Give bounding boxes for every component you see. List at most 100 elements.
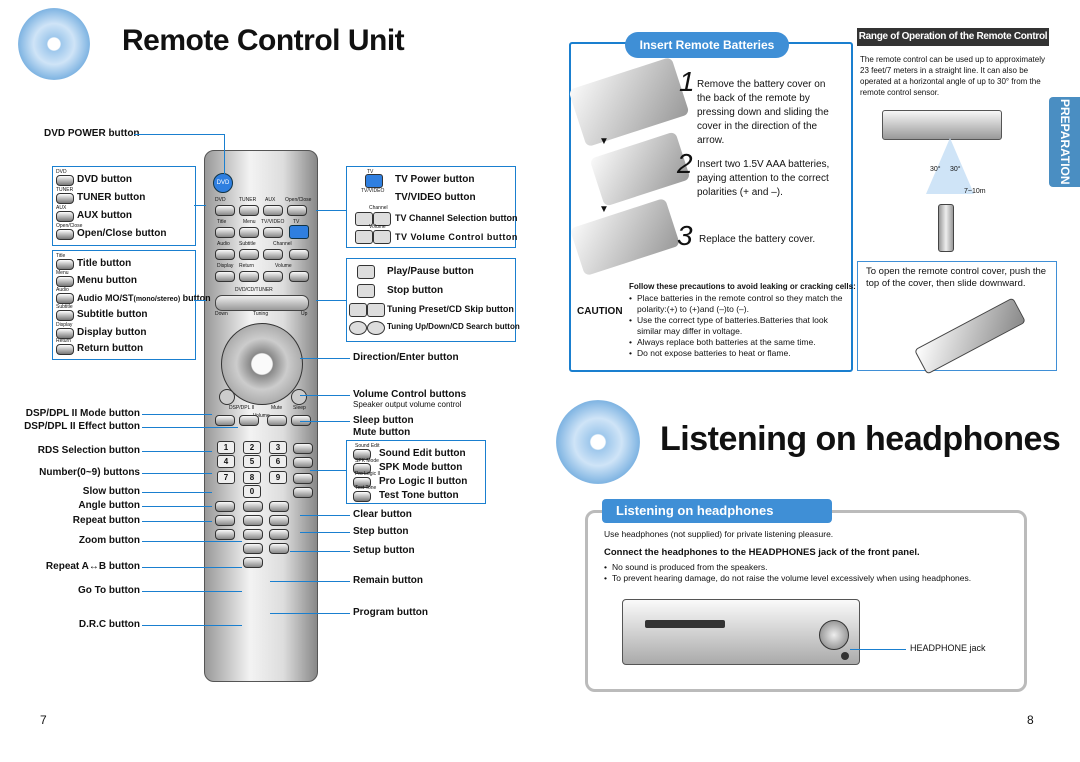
step2-number: 2 bbox=[677, 148, 693, 179]
headphone-jack-label: HEADPHONE jack bbox=[910, 643, 986, 653]
search-forward-icon bbox=[367, 321, 385, 335]
remote-label-display: Display bbox=[217, 263, 234, 269]
remote-spk-mode-key bbox=[293, 457, 313, 468]
label-tuner: TUNER button bbox=[77, 192, 146, 203]
leader-line bbox=[224, 134, 225, 174]
channel-up-icon bbox=[373, 212, 391, 226]
label-volume-sub: Speaker output volume control bbox=[353, 400, 462, 409]
remote-audio-key bbox=[215, 249, 235, 260]
label-slow: Slow button bbox=[82, 486, 140, 497]
remote-key-4: 4 bbox=[217, 455, 235, 468]
label-drc: D.R.C button bbox=[78, 619, 140, 630]
headphones-section-heading: Listening on headphones bbox=[602, 499, 832, 523]
label-audio-paren: (mono/stereo) bbox=[133, 296, 181, 303]
remote-label-subtitle: Subtitle bbox=[239, 241, 256, 247]
remote-tvvideo-key bbox=[263, 227, 283, 238]
remote-label-tv: TV bbox=[293, 219, 300, 225]
tag-tv: TV bbox=[367, 169, 374, 175]
skip-forward-icon bbox=[367, 303, 385, 317]
leader-line bbox=[300, 421, 350, 422]
play-pause-icon bbox=[357, 265, 375, 279]
audio-button-icon bbox=[56, 293, 74, 304]
label-sound-edit: Sound Edit button bbox=[379, 448, 466, 459]
leader-line bbox=[142, 567, 242, 568]
leader-line bbox=[300, 515, 350, 516]
remote-key-8: 8 bbox=[243, 471, 261, 484]
label-display: Display button bbox=[77, 327, 147, 338]
tag-aux: AUX bbox=[56, 205, 67, 211]
label-tuning-preset: Tuning Preset/CD Skip button bbox=[387, 304, 514, 314]
remote-label-aux: AUX bbox=[265, 197, 276, 203]
remote-repeat-key bbox=[215, 529, 235, 540]
label-spk-mode: SPK Mode button bbox=[379, 462, 463, 473]
tag-pro-logic: Pro Logic II bbox=[355, 471, 381, 477]
remote-pro-logic-key bbox=[293, 473, 313, 484]
tv-volume-down-icon bbox=[355, 230, 373, 244]
remote-label-tvvideo: TV/VIDEO bbox=[261, 219, 285, 225]
tag-open-close: Open/Close bbox=[56, 223, 83, 229]
remote-zoom-key bbox=[243, 515, 263, 526]
label-channel: TV Channel Selection button bbox=[395, 213, 518, 223]
headphones-panel: Listening on headphones Use headphones (… bbox=[585, 499, 1027, 692]
tv-power-icon bbox=[365, 174, 383, 188]
preparation-tab: PREPARATION bbox=[1049, 97, 1080, 187]
label-test-tone: Test Tone button bbox=[379, 490, 459, 501]
remote-label-return: Return bbox=[239, 263, 255, 269]
leader-line bbox=[142, 414, 212, 415]
remote-remain-key bbox=[269, 543, 289, 554]
label-audio-text: Audio MO/ST bbox=[77, 293, 134, 303]
tag-subtitle: Subtitle bbox=[56, 304, 73, 310]
spk-mode-icon bbox=[353, 463, 371, 474]
label-rds: RDS Selection button bbox=[37, 445, 140, 456]
remote-tv-vol-up-key bbox=[289, 271, 309, 282]
step1-number: 1 bbox=[679, 66, 695, 97]
label-volume-control: Volume Control buttons bbox=[353, 389, 467, 400]
menu-button-icon bbox=[56, 276, 74, 287]
headphones-intro: Use headphones (not supplied) for privat… bbox=[604, 529, 834, 539]
leader-line bbox=[850, 649, 906, 650]
remote-label-dvd-tuner: DVD/CD/TUNER bbox=[235, 287, 273, 293]
label-zoom: Zoom button bbox=[78, 535, 140, 546]
angle-left: 30° bbox=[930, 166, 941, 173]
remote-label-volume2: Volume bbox=[253, 413, 270, 419]
remote-label-menu: Menu bbox=[243, 219, 256, 225]
leader-line bbox=[142, 492, 212, 493]
stop-icon bbox=[357, 284, 375, 298]
tag-title: Title bbox=[56, 253, 66, 259]
remote-key-0: 0 bbox=[243, 485, 261, 498]
label-tuning-updown: Tuning Up/Down/CD Search button bbox=[387, 322, 520, 331]
remote-key-6: 6 bbox=[269, 455, 287, 468]
label-play-pause: Play/Pause button bbox=[387, 266, 474, 277]
remote-label-volume: Volume bbox=[275, 263, 292, 269]
label-subtitle: Subtitle button bbox=[77, 309, 148, 320]
label-menu: Menu button bbox=[77, 275, 137, 286]
remote-key-7: 7 bbox=[217, 471, 235, 484]
leader-line bbox=[142, 506, 212, 507]
remote-key-1: 1 bbox=[217, 441, 235, 454]
page-number-right: 8 bbox=[1027, 713, 1034, 727]
leader-line bbox=[290, 551, 350, 552]
leader-line bbox=[270, 613, 350, 614]
remote-step-key bbox=[269, 501, 289, 512]
range-distance: 7~10m bbox=[964, 188, 986, 195]
remote-aux-key bbox=[263, 205, 283, 216]
headphones-item: To prevent hearing damage, do not raise … bbox=[604, 573, 1014, 584]
remote-subtitle-key bbox=[239, 249, 259, 260]
remote-sound-edit-key bbox=[293, 443, 313, 454]
tag-test-tone: Test Tone bbox=[355, 485, 377, 491]
down-arrow-icon: ▼ bbox=[599, 204, 609, 215]
remote-label-open-close: Open/Close bbox=[285, 197, 312, 203]
battery-panel: Insert Remote Batteries ▼ ▼ 1 Remove the… bbox=[568, 32, 856, 372]
remote-sleep-key bbox=[291, 415, 311, 426]
remote-key-9: 9 bbox=[269, 471, 287, 484]
remote-goto-key bbox=[243, 543, 263, 554]
label-return: Return button bbox=[77, 343, 144, 354]
leader-line bbox=[310, 470, 346, 471]
leader-line bbox=[300, 358, 350, 359]
cover-replace-illustration bbox=[569, 197, 681, 277]
return-button-icon bbox=[56, 344, 74, 355]
step1-text: Remove the battery cover on the back of … bbox=[697, 79, 829, 146]
label-step: Step button bbox=[353, 526, 409, 537]
remote-small-illustration bbox=[938, 204, 954, 252]
tag-tuner: TUNER bbox=[56, 187, 74, 193]
